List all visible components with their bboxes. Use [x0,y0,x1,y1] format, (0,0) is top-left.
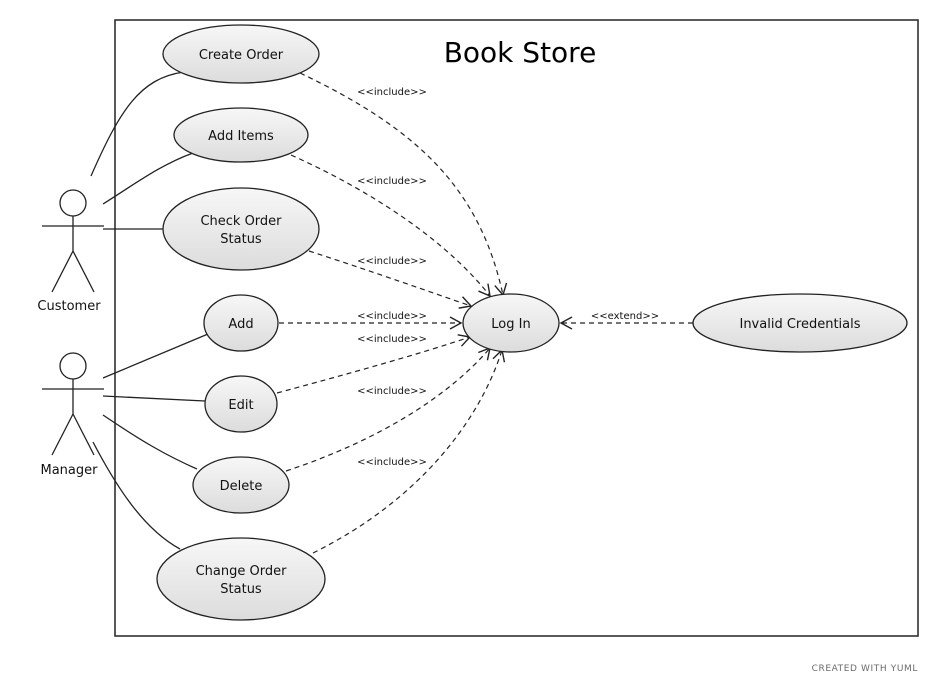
use-case-ellipse [192,456,290,514]
use-case-create-order[interactable]: Create Order [162,24,320,84]
use-case-ellipse [203,294,279,352]
stereotype-label-change-order-status: <<include>> [357,457,427,468]
system-boundary [114,19,919,637]
association-manager-change-order-status [92,441,181,550]
use-case-ellipse [162,187,320,271]
yuml-credit: CREATED WITH YUML [812,664,918,674]
use-case-ellipse [173,107,309,163]
association-manager-edit [102,395,206,402]
use-case-ellipse [204,375,278,433]
association-lines [90,71,209,550]
relation-arrow-create-order-to-log-in [299,72,508,297]
use-case-label: Delete [220,479,263,494]
use-case-ellipse [692,293,908,353]
association-customer-add-items [102,152,194,205]
use-case-log-in[interactable]: Log In [462,293,560,353]
actor-head [59,352,87,380]
actor-body [42,216,104,293]
system-title: Book Store [444,36,597,69]
relation-arrow-change-order-status-to-log-in [312,348,506,554]
use-case-label: Invalid Credentials [739,317,860,332]
use-case-invalid-credentials[interactable]: Invalid Credentials [692,293,908,353]
stereotype-label-delete: <<include>> [357,386,427,397]
relation-arrow-check-order-status-to-log-in [308,250,473,309]
use-case-label: Add [228,317,253,332]
actor-head [59,189,87,217]
relation-arrow-edit-to-log-in [276,334,472,394]
association-manager-add [102,333,209,379]
relationship-arrows: <<include>> <<include>> <<include>> <<inclu… [276,72,693,554]
use-case-add[interactable]: Add [203,294,279,352]
use-case-label: Status [220,232,262,247]
stereotype-label-add-items: <<include>> [357,176,427,187]
use-case-label: Change Order [196,564,288,579]
association-customer-create-order [90,71,185,177]
use-case-delete[interactable]: Delete [192,456,290,514]
use-case-ellipse [162,24,320,84]
use-case-label: Status [220,582,262,597]
use-case-ellipse [462,293,560,353]
relation-arrow-add-items-to-log-in [290,154,491,298]
use-case-label: Create Order [199,48,284,63]
relation-arrow-delete-to-log-in [285,346,491,472]
stereotype-label-create-order: <<include>> [357,87,427,98]
actor-body [42,379,104,456]
actor-label: Customer [37,299,101,314]
association-manager-delete [102,414,198,470]
use-case-label: Log In [491,317,530,332]
use-case-add-items[interactable]: Add Items [173,107,309,163]
stereotype-label-check-order-status: <<include>> [357,256,427,267]
stereotype-label-add: <<include>> [357,311,427,322]
actor-manager[interactable]: Manager [41,352,104,478]
actor-label: Manager [41,463,99,478]
use-case-ellipse [156,537,326,621]
use-case-label: Check Order [200,214,282,229]
use-case-edit[interactable]: Edit [204,375,278,433]
stereotype-label-invalid-credentials: <<extend>> [591,311,659,322]
use-case-label: Add Items [208,129,274,144]
use-case-label: Edit [228,398,253,413]
actor-customer[interactable]: Customer [37,189,104,314]
stereotype-label-edit: <<include>> [357,334,427,345]
